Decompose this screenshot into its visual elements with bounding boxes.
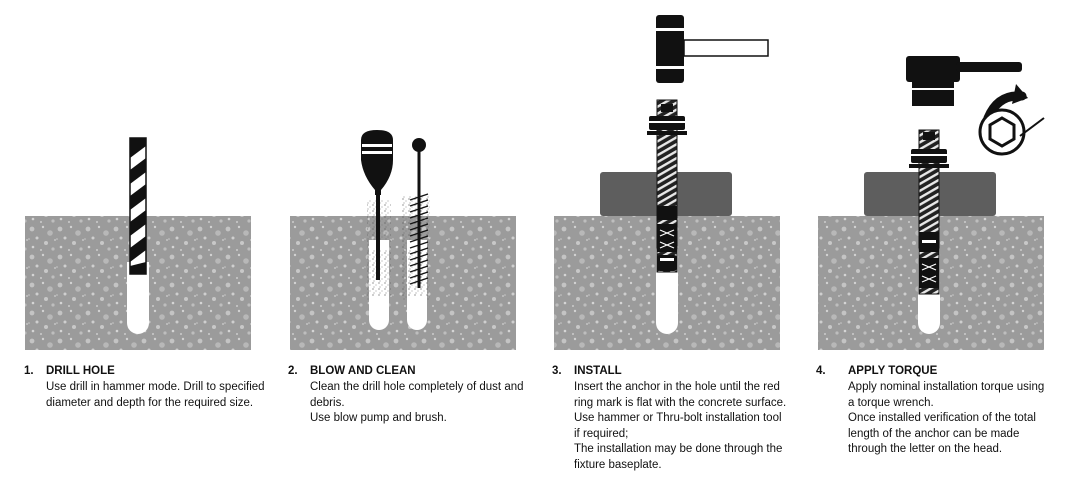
step-line: length of the anchor can be made	[848, 427, 1020, 440]
step-title: DRILL HOLE	[46, 365, 115, 377]
step-line: Clean the drill hole completely of dust …	[310, 381, 524, 393]
blow-pump-icon	[361, 130, 393, 280]
step-description: Insert the anchor in the hole until the …	[574, 380, 786, 473]
step-title: APPLY TORQUE	[848, 365, 938, 377]
step-line: Once installed verification of the total	[848, 412, 1036, 424]
step-line: a torque wrench.	[848, 396, 934, 409]
step-line: diameter and depth for the required size…	[46, 396, 254, 409]
step-line: debris.	[310, 396, 345, 409]
step-line: The installation may be done through the	[574, 443, 783, 455]
step-1-illustration	[25, 137, 251, 350]
step-line: fixture baseplate.	[574, 458, 662, 471]
step-number: 1.	[24, 365, 34, 377]
step-number: 2.	[288, 365, 298, 377]
step-line: ring mark is flat with the concrete surf…	[574, 396, 787, 409]
step-4-illustration	[818, 56, 1045, 350]
drill-bit-icon	[129, 137, 147, 275]
step-description: Apply nominal installation torque using …	[848, 380, 1044, 458]
installation-illustration	[25, 15, 1045, 350]
hammer-icon	[656, 15, 769, 83]
step-line: Use blow pump and brush.	[310, 412, 447, 424]
step-line: if required;	[574, 427, 629, 440]
step-number: 3.	[552, 365, 562, 377]
step-description: Clean the drill hole completely of dust …	[310, 380, 524, 427]
anchor-bolt	[647, 99, 687, 273]
step-description: Use drill in hammer mode. Drill to speci…	[46, 380, 265, 411]
step-line: Use drill in hammer mode. Drill to speci…	[46, 381, 265, 393]
step-number: 4.	[816, 365, 826, 377]
step-line: Use hammer or Thru-bolt installation too…	[574, 412, 782, 424]
torque-wrench-icon	[906, 56, 1022, 106]
step-title: INSTALL	[574, 365, 622, 377]
step-line: Apply nominal installation torque using	[848, 381, 1045, 393]
step-2-illustration	[290, 130, 516, 350]
anchor-bolt	[909, 129, 949, 295]
step-line: through the letter on the head.	[848, 443, 1003, 455]
brush-icon	[409, 138, 429, 288]
step-title: BLOW AND CLEAN	[310, 365, 416, 377]
rotation-arrow-icon	[978, 84, 1045, 156]
step-3-illustration	[554, 15, 780, 350]
step-line: Insert the anchor in the hole until the …	[574, 381, 780, 393]
